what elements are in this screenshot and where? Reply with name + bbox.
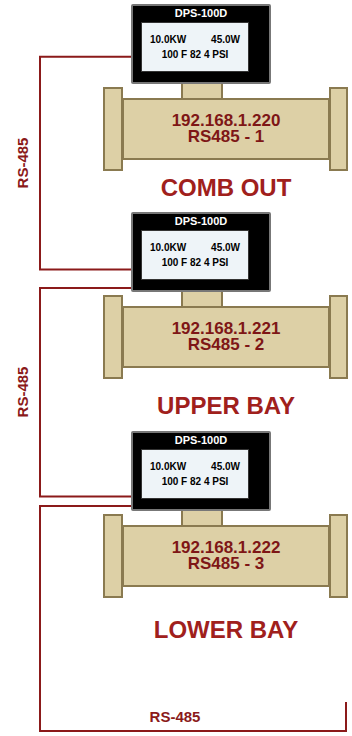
- reading: 100 F 82 4 PSI: [150, 47, 240, 62]
- reading: 10.0KW: [150, 459, 186, 474]
- address-text: RS485 - 3: [188, 556, 265, 572]
- flange: [330, 515, 347, 597]
- signal-label: RS-485: [14, 367, 31, 418]
- flange: [330, 296, 347, 378]
- address-text: 192.168.1.222: [172, 540, 281, 556]
- display-screen: 10.0KW 45.0W100 F 82 4 PSI: [141, 22, 249, 72]
- flange: [104, 515, 122, 597]
- display-screen: 10.0KW 45.0W100 F 82 4 PSI: [141, 449, 249, 499]
- reading: 45.0W: [211, 459, 240, 474]
- flow-meter-body: 192.168.1.220RS485 - 1: [122, 98, 330, 160]
- reading: 10.0KW: [150, 32, 186, 47]
- display-unit: DPS-100D 10.0KW 45.0W100 F 82 4 PSI: [131, 431, 271, 511]
- reading: 45.0W: [211, 240, 240, 255]
- location-label: UPPER BAY: [157, 392, 295, 420]
- address-text: 192.168.1.220: [172, 113, 281, 129]
- model-name: DPS-100D: [133, 434, 269, 446]
- reading: 100 F 82 4 PSI: [150, 474, 240, 489]
- rs485-wire-out: [40, 506, 346, 731]
- reading: 100 F 82 4 PSI: [150, 255, 240, 270]
- address-text: 192.168.1.221: [172, 321, 281, 337]
- unit-3-pipe: [104, 509, 347, 597]
- reading: 45.0W: [211, 32, 240, 47]
- location-label: LOWER BAY: [154, 616, 298, 644]
- unit-1-pipe: [104, 82, 347, 170]
- flange: [104, 296, 122, 378]
- reading: 10.0KW: [150, 240, 186, 255]
- signal-label: RS-485: [150, 708, 201, 725]
- rs485-wire: [40, 288, 131, 497]
- signal-label: RS-485: [14, 138, 31, 189]
- display-unit: DPS-100D 10.0KW 45.0W100 F 82 4 PSI: [131, 4, 271, 84]
- display-unit: DPS-100D 10.0KW 45.0W100 F 82 4 PSI: [131, 212, 271, 292]
- rs485-wire: [40, 57, 131, 270]
- address-text: RS485 - 1: [188, 129, 265, 145]
- flange: [104, 88, 122, 170]
- model-name: DPS-100D: [133, 215, 269, 227]
- flange: [330, 88, 347, 170]
- location-label: COMB OUT: [161, 174, 292, 202]
- unit-2-pipe: [104, 290, 347, 378]
- display-screen: 10.0KW 45.0W100 F 82 4 PSI: [141, 230, 249, 280]
- flow-meter-body: 192.168.1.222RS485 - 3: [122, 525, 330, 587]
- flow-meter-body: 192.168.1.221RS485 - 2: [122, 306, 330, 368]
- address-text: RS485 - 2: [188, 337, 265, 353]
- model-name: DPS-100D: [133, 7, 269, 19]
